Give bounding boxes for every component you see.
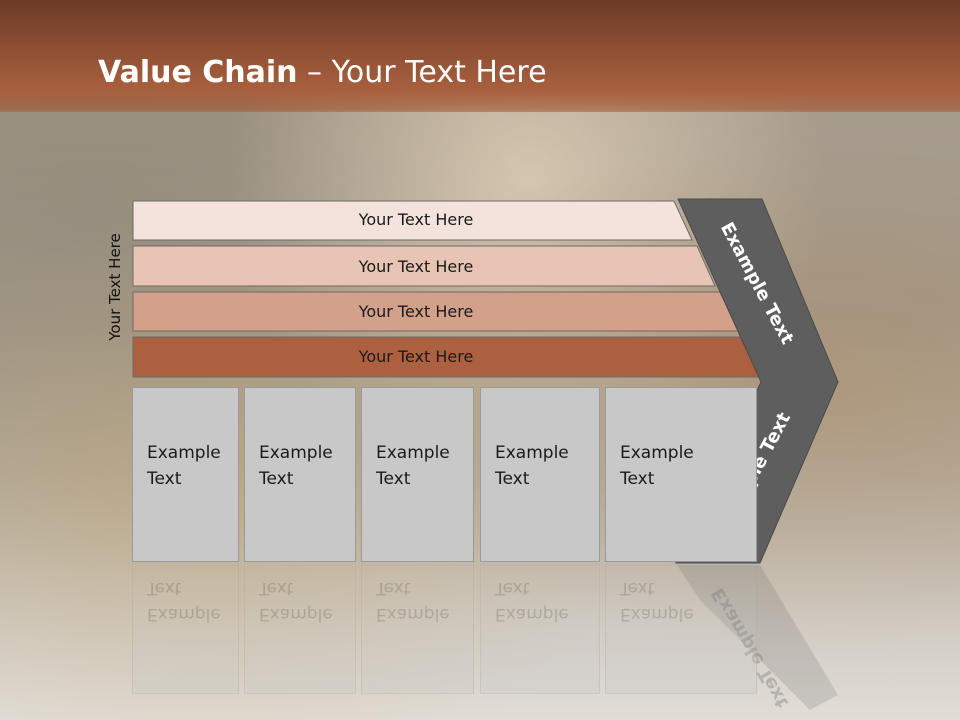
bar-2-label: Your Text Here <box>358 257 474 276</box>
activity-box-1-line2: Text <box>147 469 182 489</box>
activity-box-2-reflection: Example Text <box>244 564 356 694</box>
reflection-5-line1: Example <box>620 604 694 624</box>
activity-box-4-reflection: Example Text <box>480 564 600 694</box>
margin-chevron[interactable] <box>675 198 839 564</box>
activity-box-5[interactable]: Example Text <box>605 387 757 562</box>
bar-1-label: Your Text Here <box>358 210 474 229</box>
reflection-3-line2: Text <box>376 578 411 598</box>
activity-box-1-line1: Example <box>147 443 221 463</box>
reflection-3-line1: Example <box>376 604 450 624</box>
activity-box-5-line1: Example <box>620 443 694 463</box>
reflection-1-line2: Text <box>147 578 182 598</box>
activity-box-5-line2: Text <box>620 469 655 489</box>
reflection-4-line2: Text <box>495 578 530 598</box>
slide-title[interactable]: Value Chain – Your Text Here <box>98 55 547 90</box>
bar-4-label: Your Text Here <box>358 347 474 366</box>
activity-box-3[interactable]: Example Text <box>361 387 474 562</box>
activity-box-5-reflection: Example Text <box>605 564 757 694</box>
title-bold: Value Chain <box>98 55 298 90</box>
reflection-2-line1: Example <box>259 604 333 624</box>
activity-box-1-reflection: Example Text <box>132 564 239 694</box>
activity-box-4-line2: Text <box>495 469 530 489</box>
primary-activity-bars: Your Text Here Your Text Here Your Text … <box>132 200 763 378</box>
reflection-5-line2: Text <box>620 578 655 598</box>
activity-box-4[interactable]: Example Text <box>480 387 600 562</box>
activity-box-3-line1: Example <box>376 443 450 463</box>
activity-box-3-line2: Text <box>376 469 411 489</box>
activity-box-2[interactable]: Example Text <box>244 387 356 562</box>
chevron-reflection <box>677 565 838 710</box>
activity-box-2-line2: Text <box>259 469 294 489</box>
reflection-4-line1: Example <box>495 604 569 624</box>
title-bar <box>0 0 960 112</box>
bar-2[interactable] <box>132 245 716 287</box>
activity-box-4-line1: Example <box>495 443 569 463</box>
title-rest: – Your Text Here <box>297 55 547 90</box>
bar-1[interactable] <box>132 200 693 241</box>
activity-box-3-reflection: Example Text <box>361 564 474 694</box>
bar-3-label: Your Text Here <box>358 302 474 321</box>
activity-box-2-line1: Example <box>259 443 333 463</box>
reflection-1-line1: Example <box>147 604 221 624</box>
reflection-2-line2: Text <box>259 578 294 598</box>
activity-box-1[interactable]: Example Text <box>132 387 239 562</box>
